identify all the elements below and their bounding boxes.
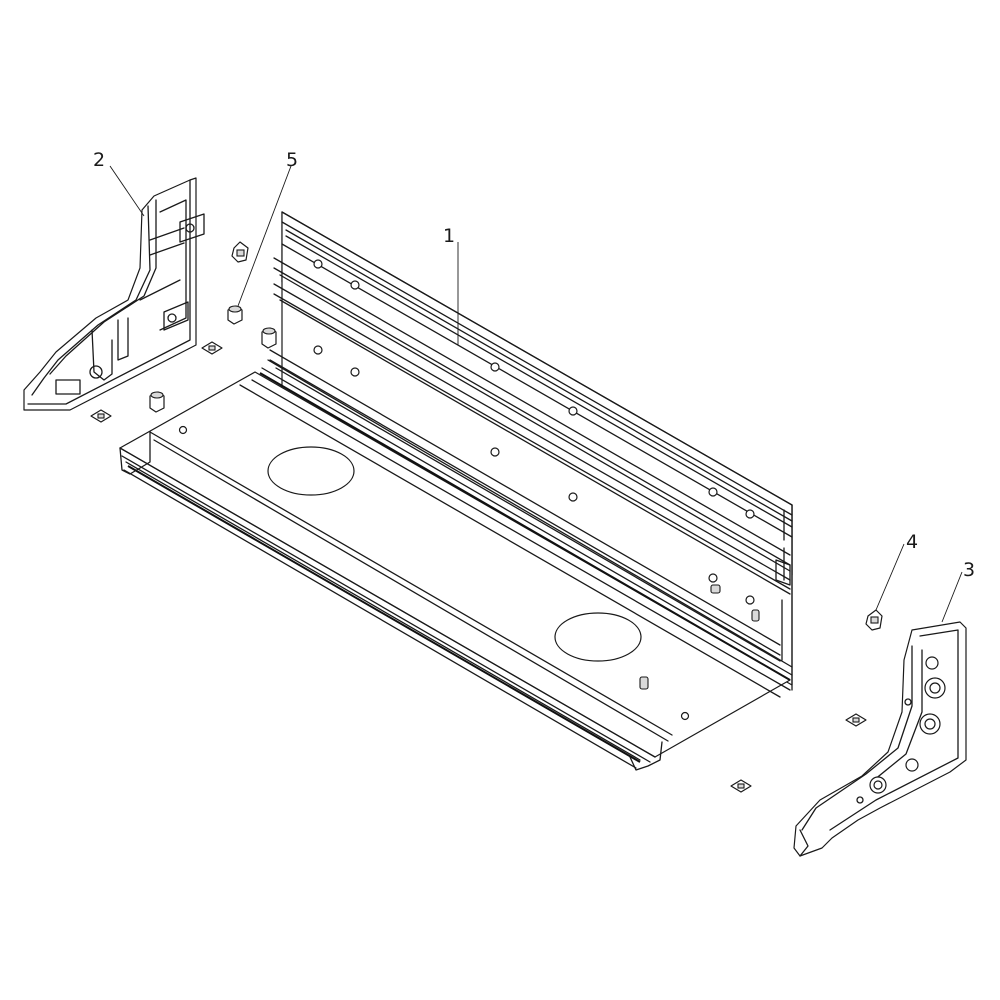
callout-label-4: 4 bbox=[906, 531, 918, 553]
part-4-square-nuts bbox=[90, 241, 883, 793]
callout-label-5: 5 bbox=[286, 149, 298, 171]
part-1-channel-profile bbox=[119, 211, 793, 771]
callout-label-2: 2 bbox=[93, 149, 105, 171]
callout-label-1: 1 bbox=[443, 225, 455, 247]
callout-label-3: 3 bbox=[963, 559, 975, 581]
callout-3: 3 bbox=[941, 559, 975, 623]
callout-2: 2 bbox=[93, 149, 145, 217]
wall-holes bbox=[313, 259, 755, 605]
callout-1: 1 bbox=[443, 225, 459, 345]
part-2-left-end-cap bbox=[23, 177, 205, 411]
part-3-right-end-cap bbox=[793, 621, 967, 857]
callout-5: 5 bbox=[237, 149, 298, 307]
part-5-spacers bbox=[149, 305, 277, 413]
callout-4: 4 bbox=[875, 531, 918, 611]
